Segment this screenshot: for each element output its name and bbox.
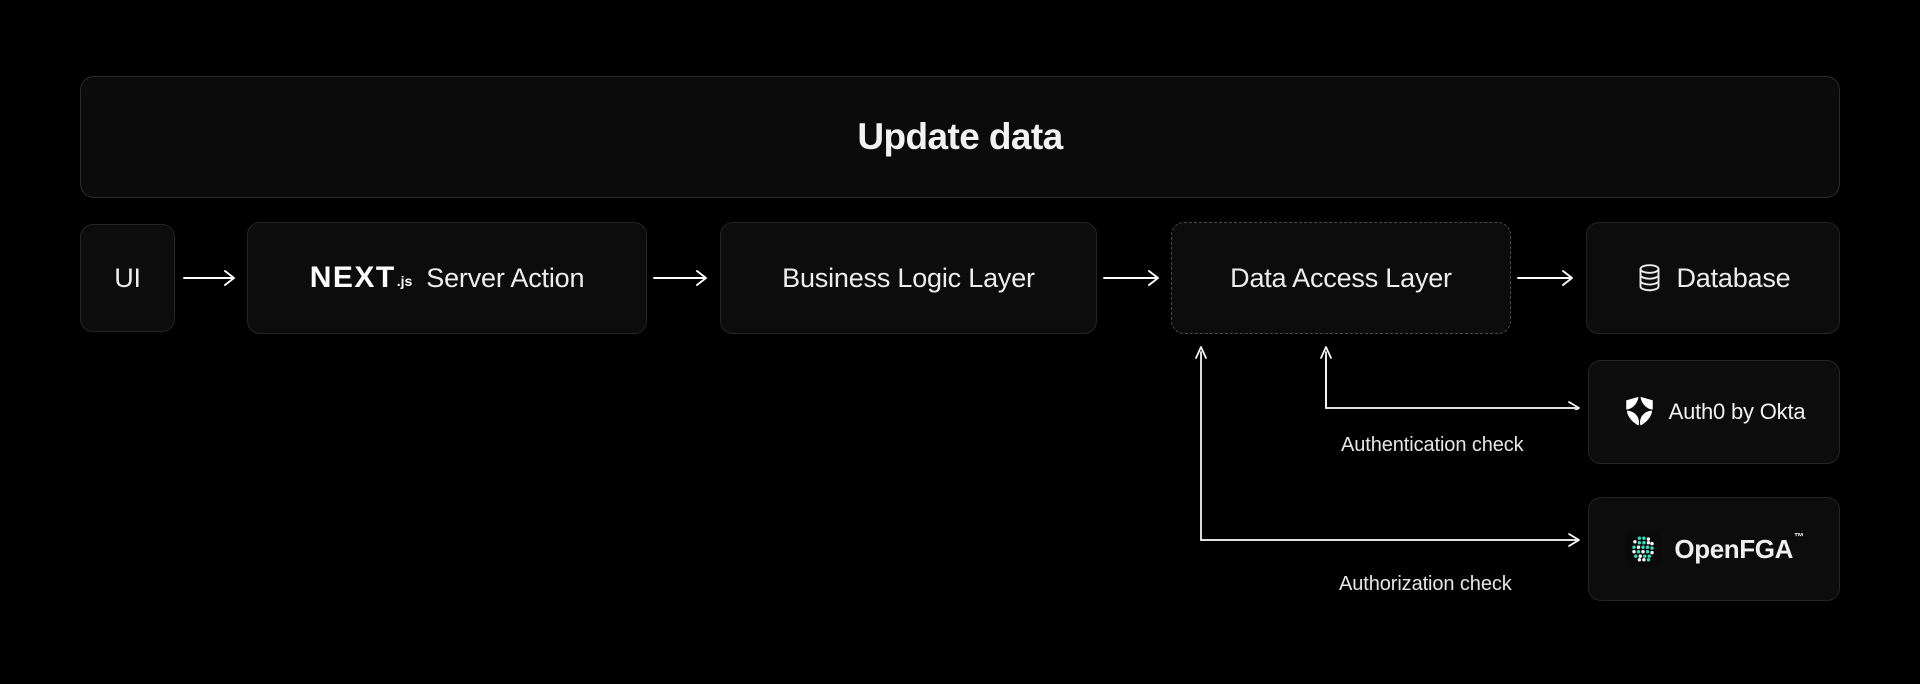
page-title: Update data (857, 116, 1063, 157)
arrow-ui-to-server-action (183, 266, 241, 290)
auth0-lockup: Auth0 by Okta (1623, 394, 1806, 430)
node-business-logic-label: Business Logic Layer (782, 262, 1035, 293)
node-database-label: Database (1676, 262, 1791, 293)
node-database[interactable]: Database (1586, 222, 1840, 334)
node-server-action[interactable]: NEXT.js Server Action (247, 222, 647, 334)
auth0-shield-icon (1623, 394, 1656, 430)
auth0-label: Auth0 by Okta (1668, 399, 1806, 424)
node-data-access-layer[interactable]: Data Access Layer (1171, 222, 1511, 334)
arrow-business-to-data-access (1103, 266, 1165, 290)
node-openfga[interactable]: OpenFGA™ (1588, 497, 1840, 601)
connector-label-authentication-check: Authentication check (1341, 434, 1524, 456)
arrow-server-action-to-business (653, 266, 713, 290)
openfga-label: OpenFGA™ (1674, 531, 1804, 565)
trademark-symbol: ™ (1793, 531, 1804, 543)
arrow-data-access-to-database (1517, 266, 1579, 290)
node-ui-label: UI (114, 262, 141, 293)
connector-authorization-check (1195, 338, 1588, 548)
node-server-action-label: Server Action (426, 262, 585, 293)
node-data-access-label: Data Access Layer (1230, 262, 1452, 293)
connector-label-authorization-check: Authorization check (1339, 573, 1512, 595)
database-icon (1636, 263, 1663, 293)
openfga-dots-icon (1625, 531, 1662, 567)
node-auth0[interactable]: Auth0 by Okta (1588, 360, 1840, 464)
openfga-lockup: OpenFGA™ (1625, 531, 1804, 567)
nextjs-wordmark: NEXT (309, 261, 396, 294)
nextjs-suffix: .js (396, 273, 413, 289)
node-business-logic-layer[interactable]: Business Logic Layer (720, 222, 1097, 334)
header-banner: Update data (80, 76, 1840, 198)
node-ui[interactable]: UI (80, 224, 175, 332)
nextjs-logo: NEXT.js (310, 261, 413, 295)
openfga-wordmark: OpenFGA (1674, 533, 1793, 564)
connector-authentication-check (1320, 338, 1588, 415)
